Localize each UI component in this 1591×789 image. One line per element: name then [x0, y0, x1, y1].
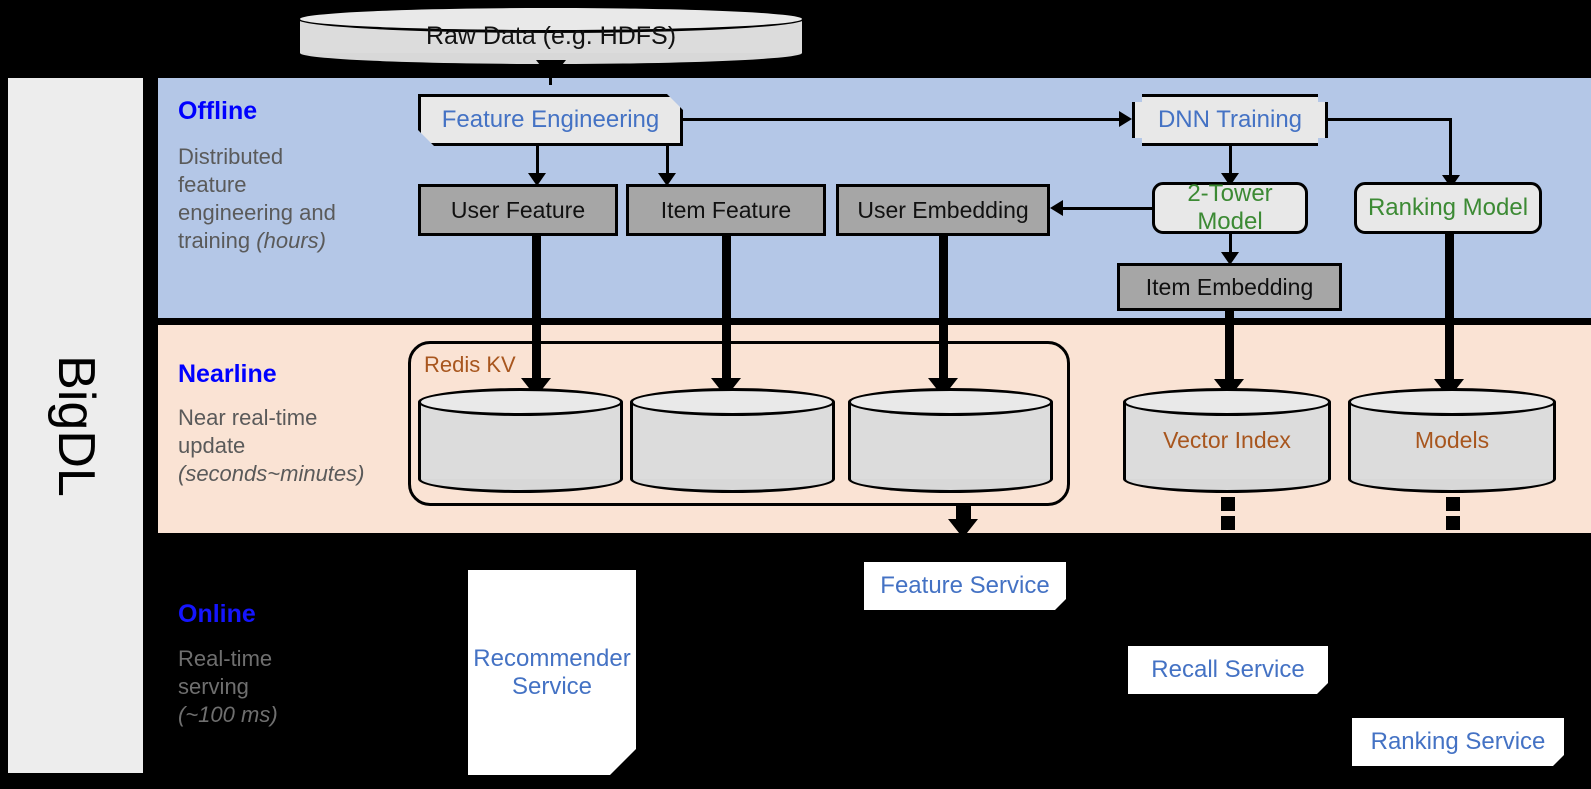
store-user-embedding-cylinder[interactable]: [848, 388, 1053, 493]
vector-index-label: Vector Index: [1163, 427, 1291, 453]
cylinder-top: [1123, 388, 1331, 416]
nearline-desc-l2: update: [178, 433, 246, 459]
connector-twotower-userembedding: [1063, 207, 1153, 210]
connector-twotower-itememb: [1229, 234, 1232, 260]
node-item-feature[interactable]: Item Feature: [626, 184, 826, 236]
flow-itemfeature-store: [722, 236, 731, 388]
vector-index-cylinder[interactable]: Vector Index: [1123, 388, 1331, 493]
cylinder-top: [1348, 388, 1556, 416]
dash-vectorindex-2: [1221, 516, 1235, 530]
online-desc-em: (~100 ms): [178, 702, 278, 728]
cylinder-top: [848, 388, 1053, 416]
dash-featureservice-1: [956, 506, 971, 521]
bigdl-framework-rail: BigDL: [8, 78, 143, 773]
connector-fe-dnn: [683, 118, 1120, 121]
cylinder-top: [418, 388, 623, 416]
store-user-feature-cylinder[interactable]: [418, 388, 623, 493]
flow-itememb-vectorindex: [1225, 311, 1234, 389]
offline-desc-em: (hours): [256, 228, 326, 254]
online-desc-l2: serving: [178, 674, 249, 700]
connector-fe-userfeature: [536, 146, 539, 178]
offline-desc-l4: training: [178, 228, 257, 254]
arrowhead-fe-itemfeature: [658, 173, 676, 186]
arrowhead-twotower-itememb: [1221, 252, 1239, 265]
store-item-feature-label: [630, 388, 835, 493]
cylinder-top: [297, 5, 805, 33]
arrowhead-rawdata-fe: [536, 60, 566, 79]
flow-userembedding-store: [939, 236, 948, 388]
flow-rankingmodel-models: [1445, 234, 1454, 389]
connector-dnn-twotower: [1229, 146, 1232, 178]
stage-title-offline: Offline: [178, 97, 258, 125]
dash-models-2: [1446, 516, 1460, 530]
store-user-embedding-label: [848, 388, 1053, 493]
offline-desc-l2: feature: [178, 172, 247, 198]
store-item-feature-cylinder[interactable]: [630, 388, 835, 493]
bigdl-label-text: BigDL: [46, 354, 105, 497]
cylinder-top: [630, 388, 835, 416]
node-two-tower-model[interactable]: 2-Tower Model: [1152, 180, 1308, 235]
node-dnn-training[interactable]: DNN Training: [1132, 94, 1328, 146]
node-feature-engineering[interactable]: Feature Engineering: [418, 94, 683, 146]
node-feature-service[interactable]: Feature Service: [864, 562, 1066, 610]
offline-desc-l1: Distributed: [178, 144, 284, 169]
redis-kv-label: Redis KV: [424, 352, 516, 377]
node-recall-service[interactable]: Recall Service: [1128, 646, 1328, 694]
nearline-desc-em: (seconds~minutes): [178, 461, 365, 487]
arrowhead-fe-userfeature: [528, 173, 546, 186]
arrowhead-fe-dnn: [1119, 111, 1132, 127]
node-item-embedding[interactable]: Item Embedding: [1117, 263, 1342, 311]
nearline-desc-l1: Near real-time: [178, 405, 318, 430]
stage-desc-nearline: Near real-time update (seconds~minutes): [178, 404, 393, 488]
store-user-feature-label: [418, 388, 623, 493]
recommender-service-line1: Recommender: [473, 644, 631, 672]
raw-data-cylinder: Raw Data (e.g. HDFS): [297, 5, 805, 67]
stage-title-nearline: Nearline: [178, 360, 277, 388]
dash-models-1: [1446, 497, 1460, 511]
online-desc-l1: Real-time: [178, 646, 273, 671]
models-label: Models: [1414, 427, 1490, 453]
connector-fe-itemfeature: [666, 146, 669, 178]
redis-kv-group: [408, 341, 1070, 506]
dash-vectorindex-1: [1221, 497, 1235, 511]
offline-desc-l3: engineering and: [178, 200, 336, 226]
stage-title-online: Online: [178, 600, 256, 628]
stage-desc-offline: Distributed feature engineering and trai…: [178, 143, 393, 256]
node-ranking-service[interactable]: Ranking Service: [1352, 718, 1564, 766]
connector-dnn-ranking-h: [1328, 118, 1452, 121]
node-user-embedding[interactable]: User Embedding: [836, 184, 1050, 236]
flow-userfeature-store: [532, 236, 541, 388]
connector-dnn-ranking-v: [1449, 118, 1452, 180]
raw-data-label: Raw Data (e.g. HDFS): [425, 21, 677, 50]
bigdl-label: BigDL: [8, 78, 143, 773]
arrowhead-twotower-userembedding: [1050, 200, 1063, 216]
stage-desc-online: Real-time serving (~100 ms): [178, 645, 393, 729]
node-recommender-service[interactable]: Recommender Service: [468, 570, 636, 775]
node-user-feature[interactable]: User Feature: [418, 184, 618, 236]
node-ranking-model[interactable]: Ranking Model: [1354, 182, 1542, 234]
arrowhead-store-featureservice: [948, 519, 978, 538]
recommender-service-line2: Service: [511, 672, 593, 700]
models-cylinder[interactable]: Models: [1348, 388, 1556, 493]
